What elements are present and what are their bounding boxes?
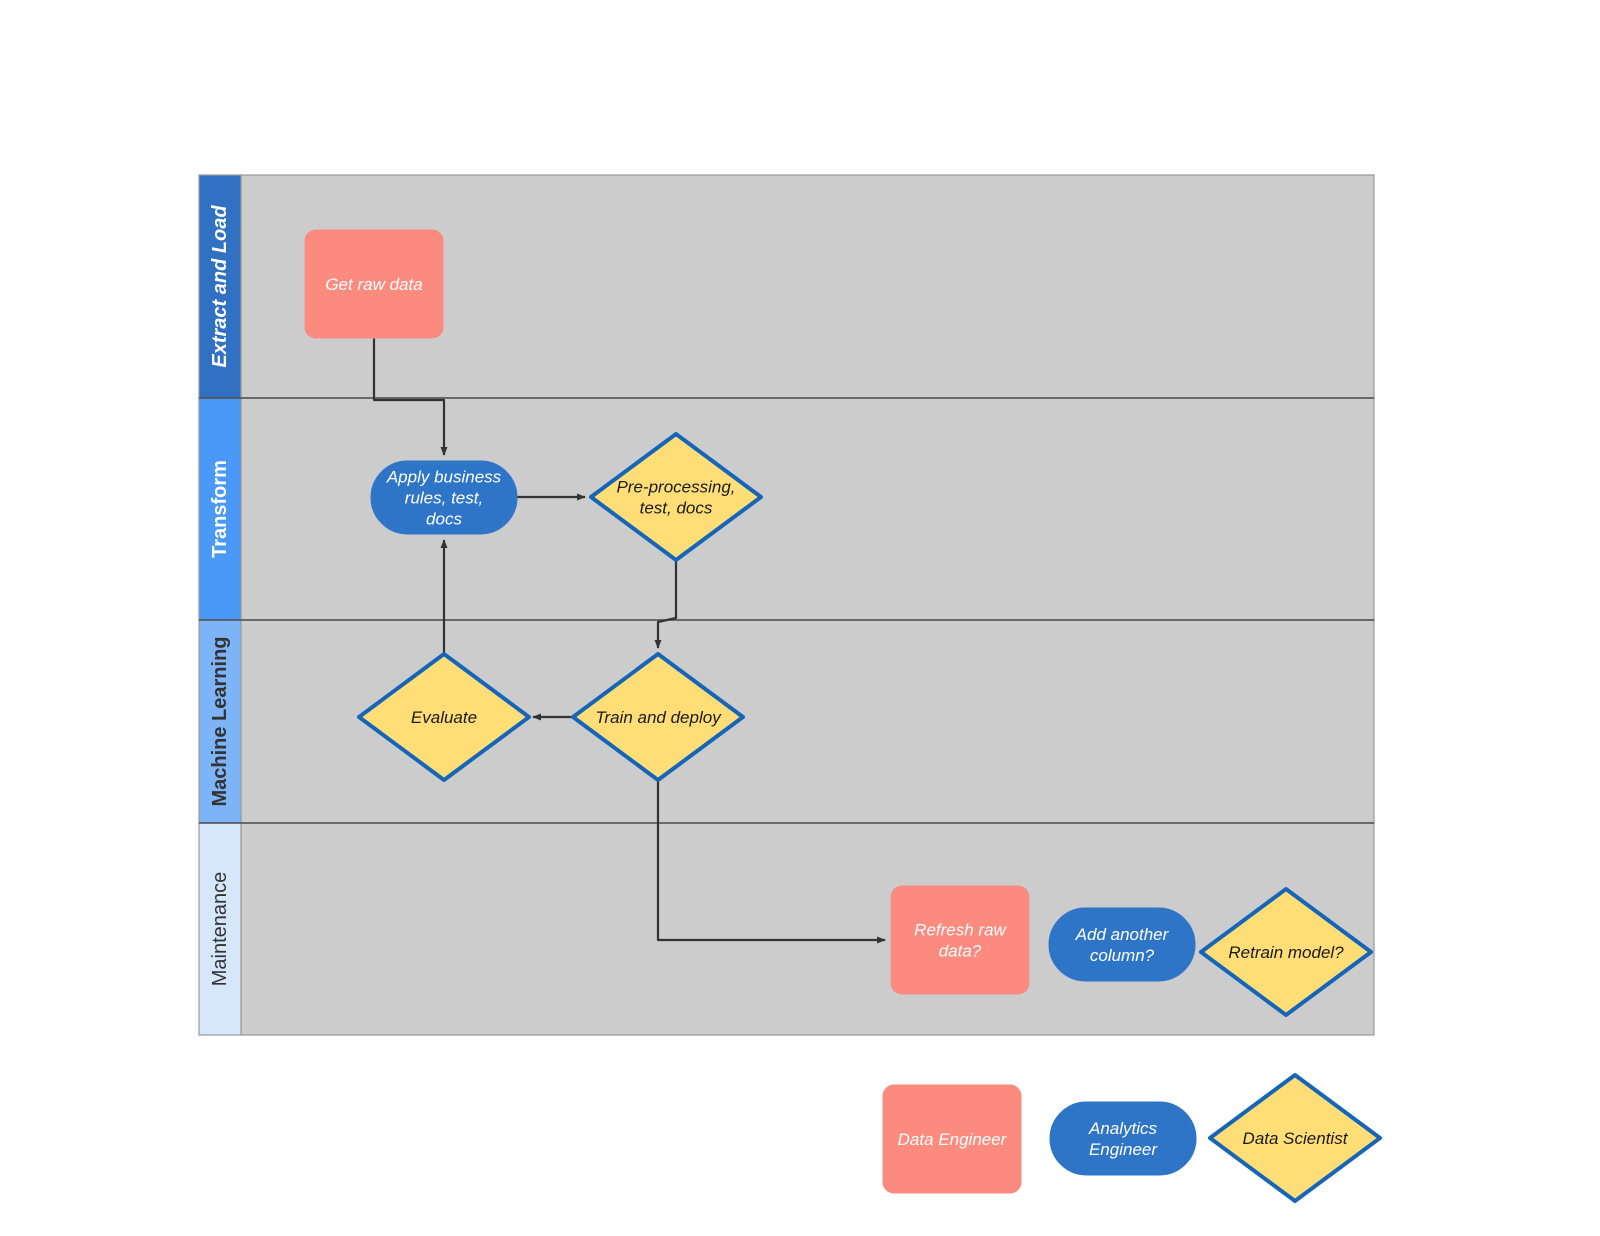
lane-header-transform[interactable] [198, 397, 242, 621]
node-refresh-raw-data-label-line: Refresh raw [914, 920, 1007, 939]
node-train-and-deploy-label: Train and deploy [595, 708, 722, 727]
node-apply-business-rules-label-line: docs [426, 509, 462, 528]
swimlane-machine-learning: Machine Learning [198, 619, 1375, 824]
legend-item-analytics-engineer-label-line: Engineer [1089, 1140, 1158, 1159]
node-refresh-raw-data-label: Refresh raw data? [914, 920, 1007, 960]
legend-item-data-scientist-shape [1208, 1073, 1382, 1203]
legend-item-analytics-engineer-shape [1049, 1101, 1197, 1176]
node-pre-processing-label: Pre-processing, test, docs [616, 477, 735, 517]
legend-item-analytics-engineer-label-line: Analytics [1088, 1119, 1158, 1138]
lane-label-machine-learning: Machine Learning [209, 636, 231, 806]
connector-raw-to-apply [372, 338, 448, 456]
lane-label-extract-and-load: Extract and Load [209, 205, 231, 368]
node-apply-business-rules-label-line: Apply business [386, 467, 502, 486]
node-add-another-column-label-line: Add another [1075, 925, 1170, 944]
node-train-and-deploy-label-line: Train and deploy [595, 708, 722, 727]
node-refresh-raw-data[interactable]: Refresh raw data? [890, 885, 1030, 995]
node-retrain-model-shape [1199, 887, 1373, 1017]
lane-label-maintenance: Maintenance [209, 872, 231, 987]
node-train-and-deploy[interactable]: Train and deploy [571, 652, 745, 782]
node-add-another-column-shape [1048, 907, 1196, 982]
node-evaluate-shape [357, 652, 531, 782]
node-add-another-column-label: Add another column? [1075, 925, 1170, 965]
legend-item-data-engineer-label: Data Engineer [898, 1130, 1008, 1149]
lane-label-transform: Transform [209, 460, 231, 558]
node-evaluate-label: Evaluate [411, 708, 477, 727]
node-train-and-deploy-shape [571, 652, 745, 782]
node-pre-processing[interactable]: Pre-processing, test, docs [589, 432, 763, 562]
node-apply-business-rules-label-line: rules, test, [405, 488, 483, 507]
lane-header-maintenance[interactable] [198, 822, 242, 1036]
legend-item-data-engineer-shape [882, 1084, 1022, 1194]
node-add-another-column-label-line: column? [1090, 946, 1155, 965]
node-retrain-model[interactable]: Retrain model? [1199, 887, 1373, 1017]
lane-body-maintenance [240, 822, 1375, 1036]
node-apply-business-rules[interactable]: Apply business rules, test, docs [370, 460, 518, 535]
node-retrain-model-label-line: Retrain model? [1228, 943, 1344, 962]
node-get-raw-data-shape [304, 229, 444, 339]
node-retrain-model-label: Retrain model? [1228, 943, 1344, 962]
node-get-raw-data-label-line: Get raw data [325, 275, 422, 294]
legend-item-data-scientist: Data Scientist [1208, 1073, 1382, 1203]
connectors-layer [372, 338, 886, 944]
legend-item-data-engineer: Data Engineer [882, 1084, 1022, 1194]
lane-header-extract-and-load[interactable] [198, 174, 242, 399]
node-evaluate[interactable]: Evaluate [357, 652, 531, 782]
connector-preprocessing-to-train [654, 560, 678, 649]
legend-item-data-scientist-label: Data Scientist [1243, 1129, 1349, 1148]
legend-item-data-engineer-label-line: Data Engineer [898, 1130, 1008, 1149]
node-pre-processing-shape [589, 432, 763, 562]
node-refresh-raw-data-shape [890, 885, 1030, 995]
connector-train-to-refresh [656, 780, 886, 944]
swimlane-maintenance: Maintenance [198, 822, 1375, 1036]
node-pre-processing-label-line: test, docs [640, 498, 713, 517]
node-add-another-column[interactable]: Add another column? [1048, 907, 1196, 982]
node-pre-processing-label-line: Pre-processing, [616, 477, 735, 496]
node-refresh-raw-data-label-line: data? [939, 941, 982, 960]
legend-item-data-scientist-label-line: Data Scientist [1243, 1129, 1349, 1148]
node-get-raw-data-label: Get raw data [325, 275, 422, 294]
node-apply-business-rules-shape [370, 460, 518, 535]
node-evaluate-label-line: Evaluate [411, 708, 477, 727]
node-get-raw-data[interactable]: Get raw data [304, 229, 444, 339]
node-apply-business-rules-label: Apply business rules, test, docs [386, 467, 502, 528]
